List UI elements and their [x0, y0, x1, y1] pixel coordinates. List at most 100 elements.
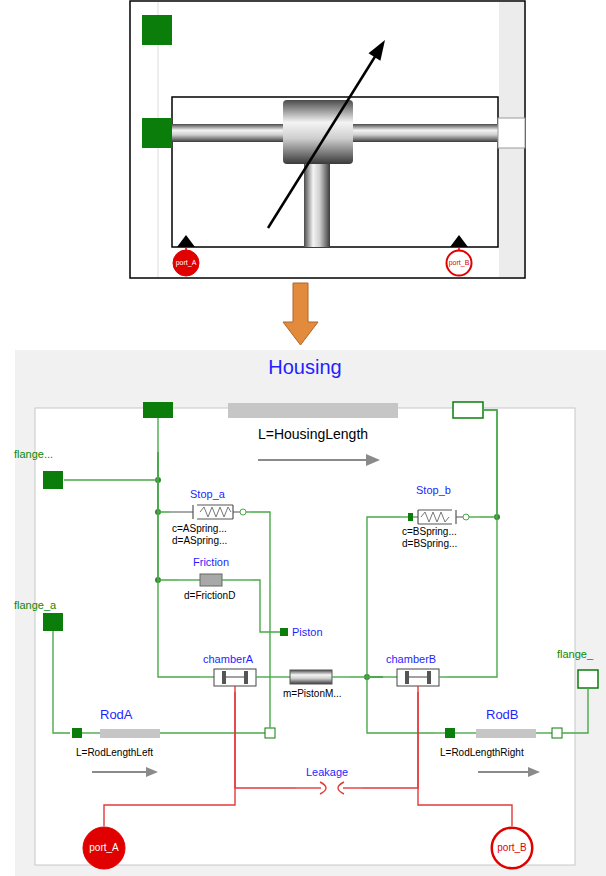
component-name: RodB — [486, 708, 519, 723]
wire-stub — [296, 787, 321, 788]
housing-component: HousingL=HousingLength — [140, 352, 483, 452]
flange-label: flange... — [14, 448, 53, 461]
chamber-plate — [405, 671, 409, 684]
flange-square — [72, 728, 82, 738]
wire-stub — [280, 676, 290, 677]
flange-square — [445, 728, 455, 738]
chamber-component: chamberA — [200, 652, 264, 692]
wire-stub — [200, 676, 214, 677]
component-name: Stop_a — [190, 488, 225, 501]
chamber-plate — [222, 671, 226, 684]
parameter-text: L=RodLengthRight — [440, 747, 524, 759]
stop-component: Stop_bc=BSpring...d=BSpring... — [400, 482, 480, 550]
rod-line — [436, 732, 445, 733]
wire — [264, 676, 280, 677]
chamber-rod — [409, 677, 427, 678]
component-name: Friction — [193, 556, 229, 569]
piston-stem — [304, 164, 330, 247]
mass-symbol — [290, 670, 332, 684]
chamber-component: chamberB — [383, 652, 447, 692]
flange-square — [143, 402, 173, 418]
flange-connector: flange... — [12, 446, 64, 490]
wire-stub — [269, 706, 270, 728]
flange-square — [578, 670, 598, 688]
flange-square — [265, 728, 275, 738]
icon-frame — [130, 1, 525, 278]
chamber-symbol — [214, 669, 256, 686]
parameter-text: L=RodLengthLeft — [76, 747, 153, 759]
parameter-text: d=ASpring... — [172, 535, 227, 547]
flange-connector: flange_a — [12, 597, 64, 631]
wire — [64, 452, 158, 480]
flange-square — [453, 402, 483, 418]
rod-component: RodA L=RodLengthLeft — [70, 706, 280, 762]
wire-stub — [383, 676, 397, 677]
component-name: Piston — [292, 626, 323, 639]
port-circle: port_A — [172, 249, 200, 277]
rod-bar — [476, 729, 536, 738]
component-name: RodA — [100, 708, 133, 723]
piston-mass: Piston m=PistonM... — [280, 624, 350, 702]
flange-square — [142, 118, 172, 148]
rod-line — [562, 732, 564, 733]
friction-symbol — [200, 574, 222, 586]
direction-arrow — [478, 771, 530, 773]
diagram-frame — [35, 408, 575, 865]
wire — [158, 452, 178, 580]
wire-stub — [246, 511, 250, 512]
icon-strip — [499, 2, 524, 277]
rod-line — [455, 732, 476, 733]
wire-stub — [587, 688, 588, 692]
flange-connector: flange_ — [553, 646, 603, 692]
port-label: port_A — [89, 842, 118, 854]
wire — [480, 410, 497, 517]
parameter-text: d=BSpring... — [402, 538, 457, 550]
parameter-text: c=BSpring... — [402, 526, 457, 538]
stop-component: Stop_ac=ASpring...d=ASpring... — [170, 486, 250, 550]
chamber-plate — [427, 671, 431, 684]
stop-symbol — [170, 505, 240, 519]
wire — [158, 452, 170, 512]
restriction-symbol — [320, 782, 344, 794]
flange-square — [280, 628, 288, 636]
port-circle: port_B — [445, 249, 473, 277]
expand-arrow — [283, 283, 318, 345]
parameter-text: m=PistonM... — [283, 688, 342, 700]
port-triangle — [450, 235, 468, 247]
flange-square — [43, 613, 63, 631]
direction-arrow-head — [366, 454, 380, 466]
wire-stub — [343, 787, 362, 788]
rod-bar — [100, 729, 160, 738]
chamber-rod — [226, 677, 244, 678]
port-label: port_A — [176, 259, 197, 267]
wire-stub — [222, 579, 252, 580]
port-triangle — [177, 235, 195, 247]
component-name: chamberB — [386, 653, 436, 666]
direction-arrow — [92, 771, 148, 773]
direction-arrow-head — [146, 767, 158, 777]
wire — [367, 677, 436, 733]
component-name: Leakage — [306, 766, 348, 779]
diagram-background — [15, 350, 606, 876]
stop-symbol — [413, 510, 463, 524]
parameter-text: d=FrictionD — [184, 590, 235, 602]
rod-line — [82, 732, 100, 733]
spring-symbol — [421, 512, 449, 522]
wire-stub — [157, 418, 158, 452]
wire — [564, 692, 588, 733]
wire-stub — [256, 676, 264, 677]
wire — [252, 580, 280, 632]
wire-stub — [439, 676, 447, 677]
rod-line — [536, 732, 552, 733]
port-label: port_B — [449, 259, 470, 267]
wire — [53, 631, 70, 733]
port-label: port_B — [497, 842, 526, 854]
parameter-text: L=HousingLength — [258, 426, 368, 442]
friction-component: Friction d=FrictionD — [178, 554, 252, 604]
housing-bar — [228, 403, 398, 418]
rod-line — [160, 732, 265, 733]
wire — [362, 692, 418, 788]
arrow-head — [369, 40, 386, 61]
flange-label: flange_a — [14, 599, 56, 612]
